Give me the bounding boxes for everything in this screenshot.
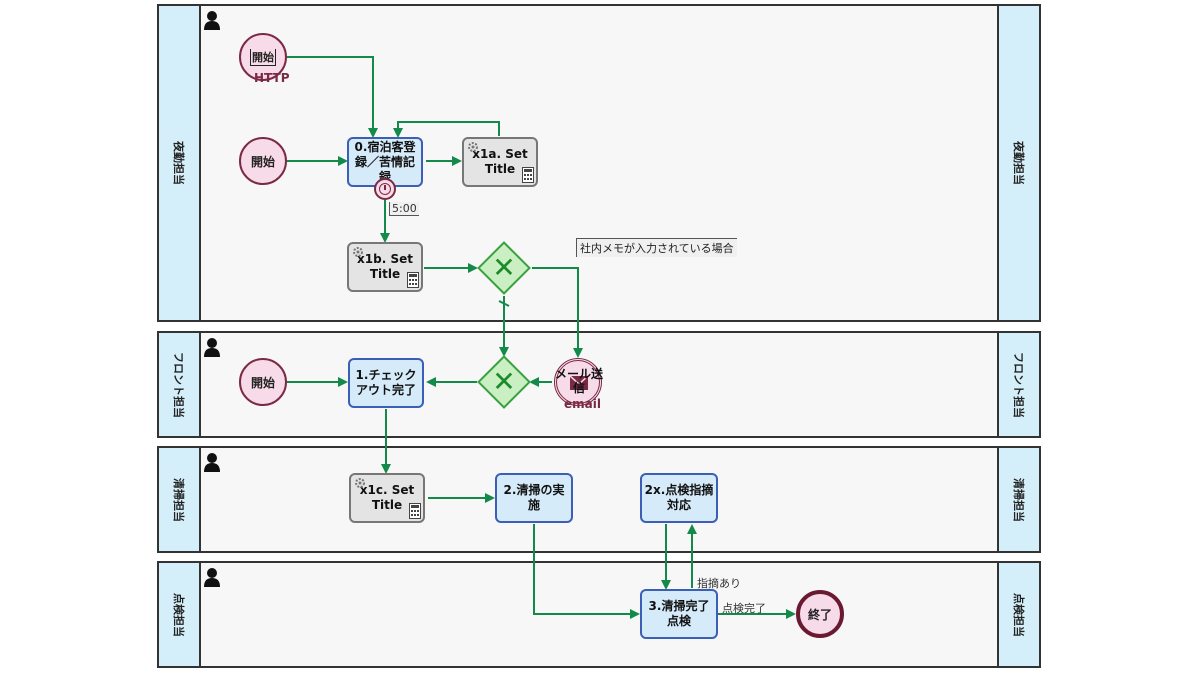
task-label: x1b. Set Title: [357, 252, 413, 281]
calculator-icon: [522, 167, 534, 183]
person-icon: [204, 338, 220, 357]
gateway-x-icon: ✕: [492, 251, 516, 284]
lane-front-header-right: フロント担当: [997, 333, 1039, 436]
end-event[interactable]: 終了: [796, 590, 844, 638]
task-x1a-set-title[interactable]: x1a. Set Title: [462, 137, 538, 187]
lane-night-header-right: 夜勤担当: [997, 6, 1039, 320]
gear-icon: [353, 247, 363, 257]
lane-cleaning-header-left: 清掃担当: [159, 448, 201, 551]
lane-inspection-header-right: 点検担当: [997, 563, 1039, 666]
task-checkout-complete[interactable]: 1.チェックアウト完了: [348, 358, 424, 408]
mail-send-label: メール送信: [554, 367, 603, 395]
lane-cleaning-header-right: 清掃担当: [997, 448, 1039, 551]
http-label: HTTP: [254, 71, 290, 85]
task-fix-issues[interactable]: 2x.点検指摘対応: [640, 473, 718, 523]
person-icon: [204, 453, 220, 472]
envelope-icon: [570, 376, 588, 390]
lane-cleaning: 清掃担当 清掃担当: [157, 446, 1041, 553]
gear-icon: [468, 142, 478, 152]
task-label: 0.宿泊客登録／苦情記録: [354, 139, 416, 184]
flow-t2-to-t3: [533, 524, 640, 619]
start-event-front[interactable]: 開始: [239, 358, 287, 406]
mail-send-event[interactable]: [554, 358, 602, 406]
task-label: x1a. Set Title: [472, 147, 528, 176]
lane-front: フロント担当 フロント担当: [157, 331, 1041, 438]
timer-icon: [374, 178, 396, 200]
lane-inspection-header-left: 点検担当: [159, 563, 201, 666]
task-x1c-set-title[interactable]: x1c. Set Title: [349, 473, 425, 523]
gateway-x-icon: ✕: [492, 365, 516, 398]
calculator-icon: [407, 272, 419, 288]
start-event-night[interactable]: 開始: [239, 137, 287, 185]
task-label: 2.清掃の実施: [503, 483, 565, 512]
lane-front-header-left: フロント担当: [159, 333, 201, 436]
timer-label: 5:00: [389, 202, 419, 216]
flow-label-issue: 指摘あり: [697, 577, 741, 590]
task-label: 1.チェックアウト完了: [355, 368, 417, 397]
start-event-label: 開始: [250, 375, 275, 390]
default-flow-mark: [498, 300, 510, 307]
start-event-http[interactable]: 開始: [239, 33, 287, 81]
memo-condition-annotation: 社内メモが入力されている場合: [576, 238, 737, 257]
lane-night-header-left: 夜勤担当: [159, 6, 201, 320]
gear-icon: [355, 478, 365, 488]
calculator-icon: [409, 503, 421, 519]
email-label: email: [564, 397, 601, 411]
start-event-label: 開始: [250, 48, 276, 66]
start-event-label: 開始: [250, 154, 275, 169]
end-event-label: 終了: [807, 607, 832, 622]
flow-gateway-to-mail: [532, 267, 583, 358]
task-x1b-set-title[interactable]: x1b. Set Title: [347, 242, 423, 292]
flow-x1a-to-t0: [393, 121, 500, 138]
task-inspection[interactable]: 3.清掃完了点検: [640, 589, 718, 639]
task-label: 3.清掃完了点検: [648, 599, 710, 628]
task-cleaning[interactable]: 2.清掃の実施: [495, 473, 573, 523]
task-register-guest[interactable]: 0.宿泊客登録／苦情記録: [347, 137, 423, 187]
flow-label-done: 点検完了: [722, 602, 766, 615]
person-icon: [204, 11, 220, 30]
task-label: x1c. Set Title: [359, 483, 415, 512]
task-label: 2x.点検指摘対応: [644, 483, 714, 512]
person-icon: [204, 568, 220, 587]
flow-http-to-t0: [287, 56, 378, 138]
